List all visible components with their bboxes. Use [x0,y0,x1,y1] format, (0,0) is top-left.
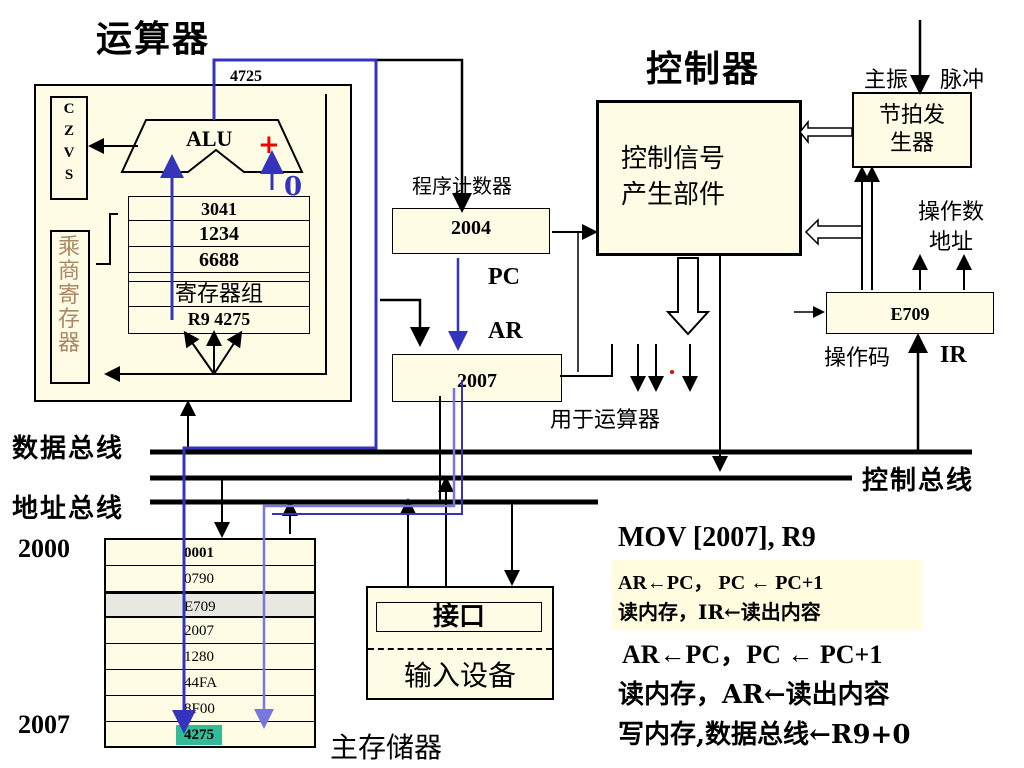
input-device-label: 输入设备 [403,659,516,692]
memory-cell: 0001 [106,540,314,566]
memory-cell: 8F00 [106,696,314,722]
operand-address-label: 操作数 地址 [918,200,985,255]
ar-label: AR [488,318,523,344]
flags-label: C Z V S [63,101,75,183]
register-group: 3041 1234 6688 寄存器组 R9 4275 [128,196,310,334]
control-signal-label: 控制信号 产生部件 [621,144,726,210]
register-row: 3041 [129,197,309,221]
alu-section-title: 运算器 [96,18,211,60]
clock-master-label: 主振 [864,68,909,93]
exec-step-2: 读内存，AR←读出内容 [618,680,890,710]
register-row: 1234 [129,221,309,247]
address-bus-label: 地址总线 [12,494,125,524]
plus-sign: + [258,130,280,160]
memory-cell: 4275 [106,722,314,748]
memory-cell: 44FA [106,670,314,696]
control-section-title: 控制器 [646,48,761,90]
main-memory: 0001 0790 E709 2007 1280 44FA 8F00 4275 [104,538,316,748]
instruction-register: E709 [826,292,994,334]
exec-step-3: 写内存,数据总线←R9+0 [618,720,911,750]
memory-start-address: 2000 [18,534,70,563]
memory-cell: 0790 [106,566,314,592]
memory-cell: 2007 [106,618,314,644]
control-bus-label: 控制总线 [862,466,975,496]
memory-cell: E709 [106,592,314,618]
clock-pulse-label: 脉冲 [940,68,985,93]
opcode-label: 操作码 [824,346,891,371]
memory-cell-highlight: 4275 [176,725,222,745]
exec-step-1: AR←PC，PC ← PC+1 [622,640,883,669]
pc-label: PC [488,264,520,290]
interface-box: 接口 [376,602,542,632]
ir-value: E709 [890,304,930,324]
fetch-step-2: 读内存，IR←读出内容 [618,600,821,624]
pc-caption: 程序计数器 [412,174,512,198]
for-alu-label: 用于运算器 [550,408,661,433]
data-bus-label: 数据总线 [12,434,125,464]
fetch-step-1: AR←PC， PC ← PC+1 [618,572,824,594]
pc-register: 2004 [392,208,550,254]
ar-register: 2007 [392,354,562,402]
ar-value: 2007 [457,370,497,392]
flags-register: C Z V S [50,96,88,200]
io-device: 接口 输入设备 [366,586,554,700]
memory-cell: 1280 [106,644,314,670]
timing-generator: 节拍发 生器 [852,92,972,168]
memory-end-address: 2007 [18,710,70,739]
memory-label: 主存储器 [330,731,443,764]
register-group-label: 寄存器组 [129,281,309,307]
pc-value: 2004 [451,217,491,239]
instruction-title: MOV [2007], R9 [618,522,816,553]
register-row: 6688 [129,247,309,273]
r9-register: R9 4275 [187,309,251,329]
io-divider [368,648,552,650]
ir-label: IR [940,342,967,368]
muldiv-label: 乘商寄存器 [58,235,81,356]
timing-generator-label: 节拍发 生器 [878,103,945,156]
muldiv-register: 乘商寄存器 [50,230,90,384]
alu-output-value: 4725 [230,68,262,85]
control-signal-unit: 控制信号 产生部件 [596,100,802,256]
interface-label: 接口 [432,602,485,632]
fetch-step-box [612,560,922,630]
alu-label: ALU [186,126,233,151]
